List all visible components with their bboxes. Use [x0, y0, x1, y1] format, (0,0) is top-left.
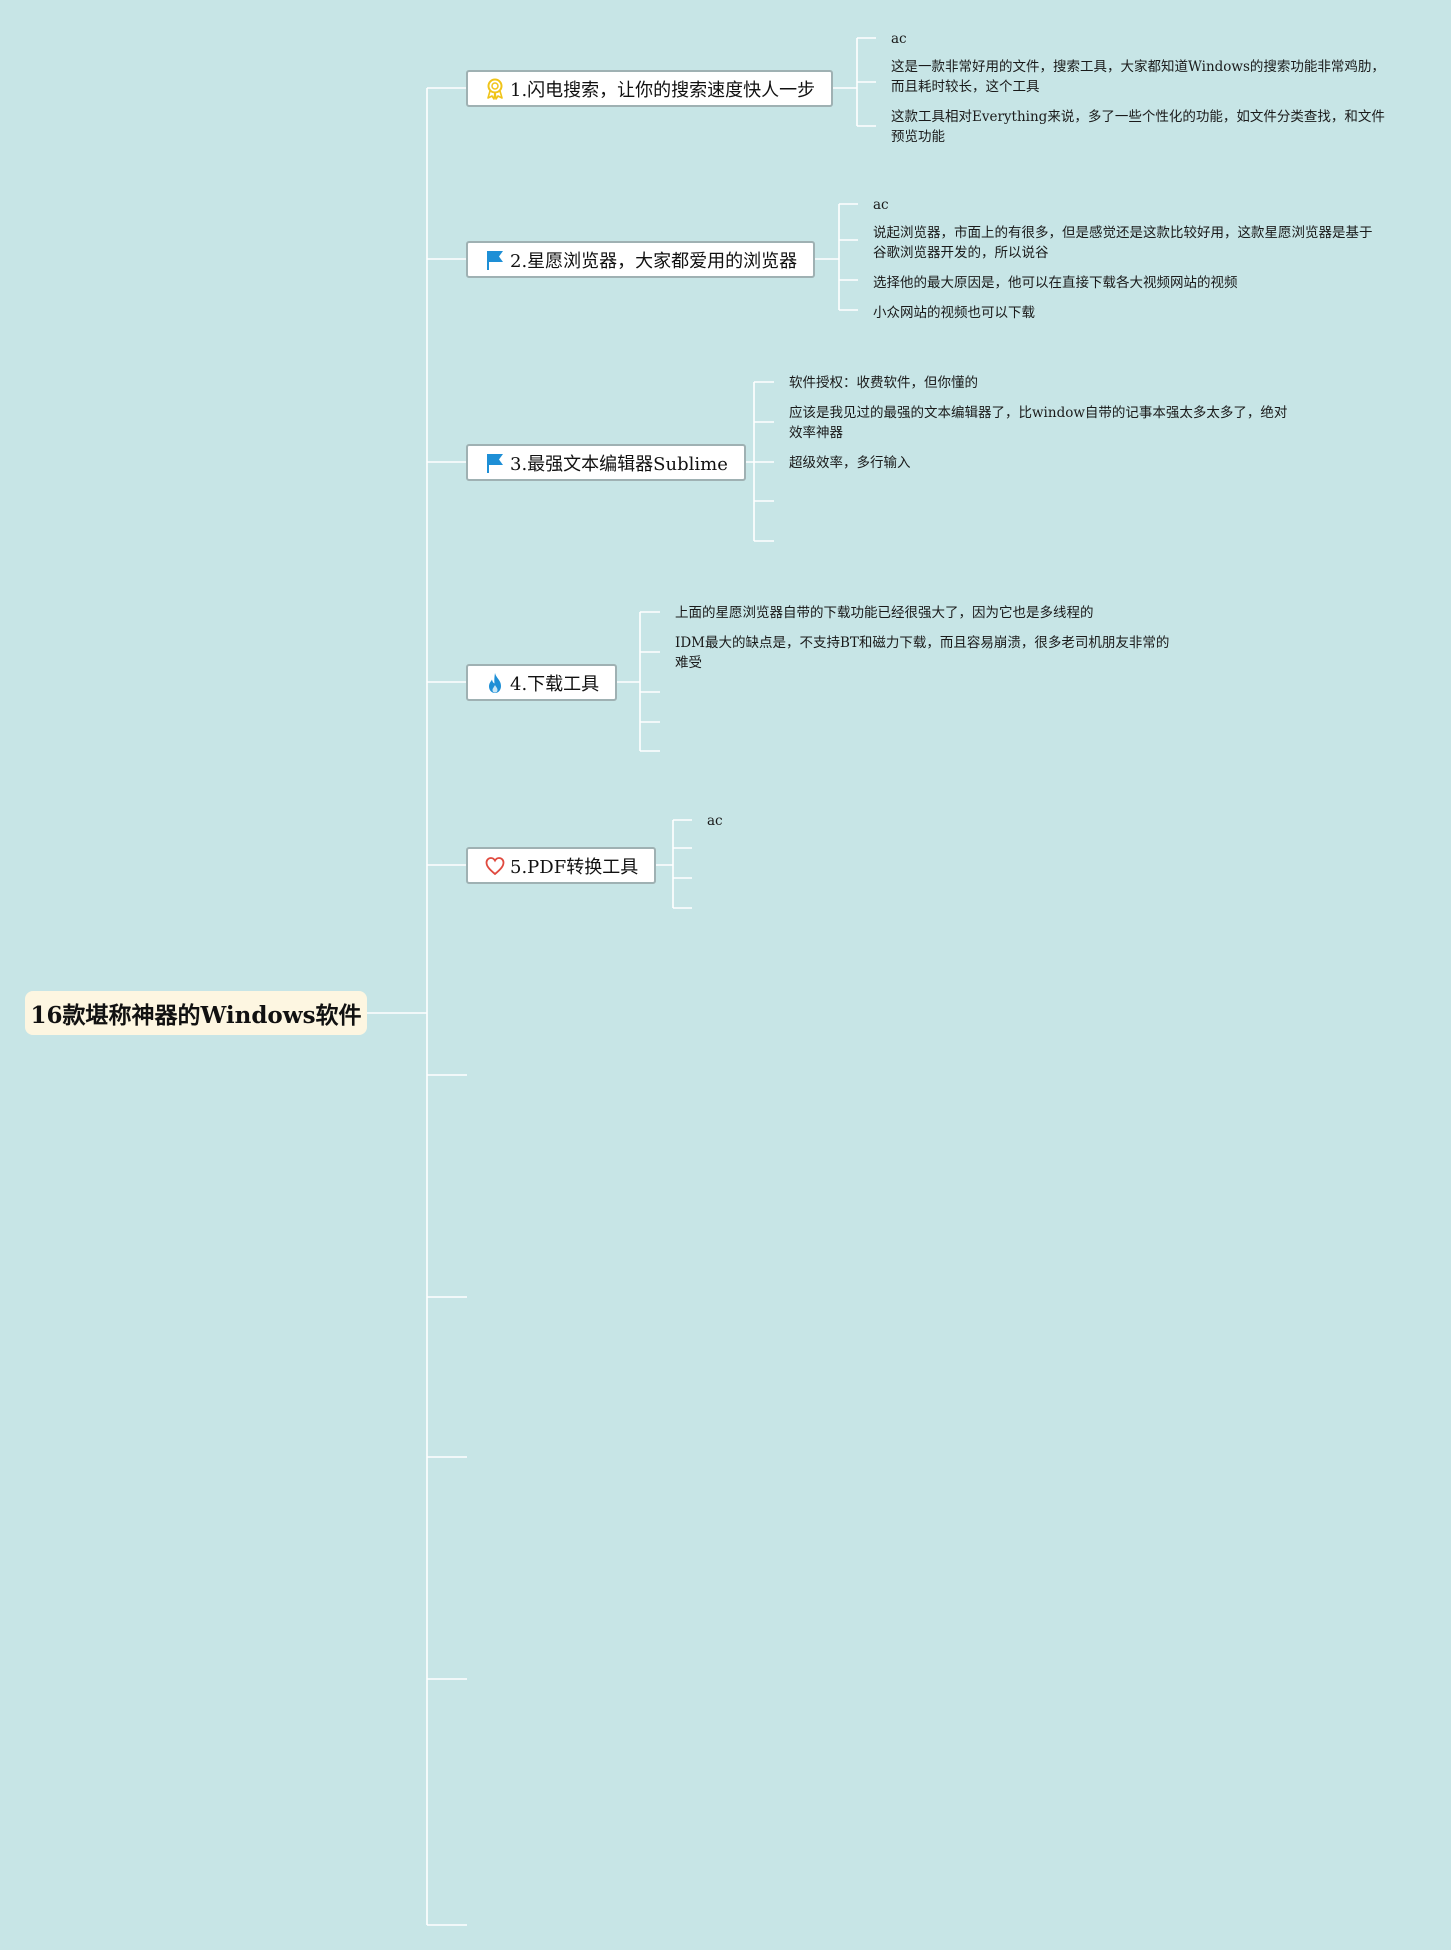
topic-3-note-1: 软件授权：收费软件，但你懂的 — [789, 375, 978, 391]
topic-5-label: 5.PDF转换工具 — [510, 856, 639, 878]
topic-1-note-1: ac — [891, 31, 907, 47]
topic-4-label: 4.下载工具 — [510, 673, 600, 695]
topic-2[interactable]: 2.星愿浏览器，大家都爱用的浏览器 — [466, 241, 816, 278]
topic-4[interactable]: 4.下载工具 — [466, 664, 618, 701]
award-ribbon-icon — [484, 78, 506, 100]
topic-1-note-2: 这是一款非常好用的文件，搜索工具，大家都知道Windows的搜索功能非常鸡肋，而… — [891, 59, 1385, 95]
topic-2-note-2: 说起浏览器，市面上的有很多，但是感觉还是这款比较好用，这款星愿浏览器是基于谷歌浏… — [873, 225, 1373, 261]
topic-2-note-1: ac — [873, 197, 889, 213]
flag-icon — [484, 249, 506, 271]
heart-icon — [484, 855, 506, 877]
root-node[interactable]: 16款堪称神器的Windows软件 — [25, 991, 367, 1035]
topic-3-note-2: 应该是我见过的最强的文本编辑器了，比window自带的记事本强太多太多了，绝对效… — [789, 405, 1288, 441]
topic-3-note-3: 超级效率，多行输入 — [789, 455, 911, 471]
topic-4-note-2: IDM最大的缺点是，不支持BT和磁力下载，而且容易崩溃，很多老司机朋友非常的难受 — [675, 635, 1170, 671]
topic-1-note-3: 这款工具相对Everything来说，多了一些个性化的功能，如文件分类查找，和文… — [891, 109, 1385, 145]
topic-3-label: 3.最强文本编辑器Sublime — [510, 453, 728, 475]
fire-icon — [484, 672, 506, 694]
topic-4-note-1: 上面的星愿浏览器自带的下载功能已经很强大了，因为它也是多线程的 — [675, 605, 1094, 621]
topic-2-note-3: 选择他的最大原因是，他可以在直接下载各大视频网站的视频 — [873, 275, 1238, 291]
topic-5-note-1: ac — [707, 813, 723, 829]
flag-icon — [484, 452, 506, 474]
root-title: 16款堪称神器的Windows软件 — [30, 1002, 362, 1029]
topic-5[interactable]: 5.PDF转换工具 — [466, 847, 657, 884]
topic-1[interactable]: 1.闪电搜索，让你的搜索速度快人一步 — [466, 70, 834, 107]
topic-3[interactable]: 3.最强文本编辑器Sublime — [466, 444, 746, 481]
topic-1-label: 1.闪电搜索，让你的搜索速度快人一步 — [510, 79, 816, 101]
topic-2-note-4: 小众网站的视频也可以下载 — [873, 305, 1035, 321]
topic-2-label: 2.星愿浏览器，大家都爱用的浏览器 — [510, 250, 798, 272]
